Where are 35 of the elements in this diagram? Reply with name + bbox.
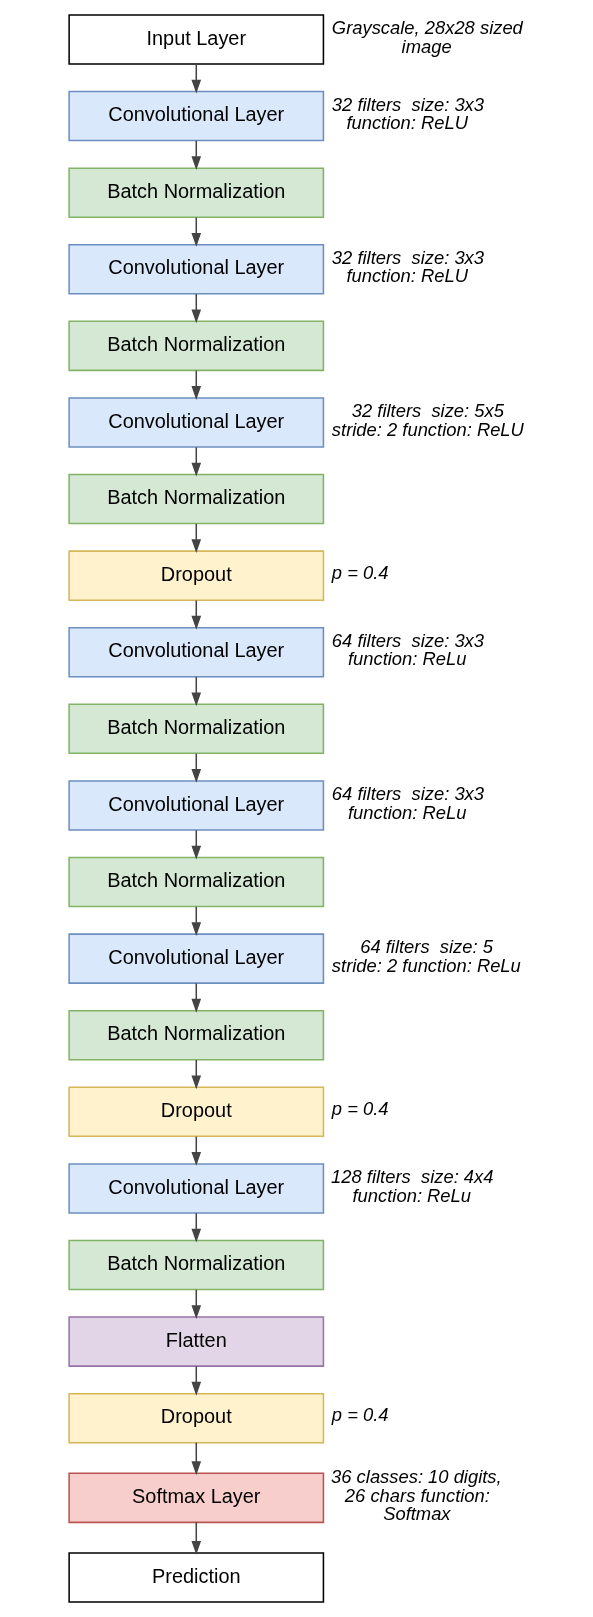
node-box: Convolutional Layer — [67, 1163, 324, 1214]
node-label: 64 filters size: 5 stride: 2 function: ReLu — [331, 936, 521, 976]
node-box: Batch Normalization — [67, 703, 324, 755]
node-box: Softmax Layer — [67, 1472, 324, 1524]
node-box: Batch Normalization — [67, 167, 324, 218]
node-box: Batch Normalization — [67, 473, 324, 525]
node-box: Dropout — [67, 550, 324, 601]
node-box: Batch Normalization — [67, 320, 324, 372]
node-box: Convolutional Layer — [67, 780, 324, 831]
node-label: 128 filters size: 4x4 function: ReLu — [330, 1166, 493, 1206]
node-label: p = 0.4 — [331, 1098, 389, 1120]
node-box: Dropout — [67, 1392, 324, 1444]
node-box: Convolutional Layer — [67, 626, 324, 678]
node-label: p = 0.4 — [331, 1404, 389, 1426]
node-box: Dropout — [67, 1086, 324, 1138]
node-box: Input Layer — [67, 14, 324, 65]
node-box: Batch Normalization — [67, 1009, 324, 1061]
node-box: Batch Normalization — [67, 856, 324, 908]
node-box: Convolutional Layer — [67, 244, 324, 295]
arrow — [190, 1441, 201, 1476]
node-label: 64 filters size: 3x3 function: ReLu — [331, 630, 484, 670]
node-box: Convolutional Layer — [67, 933, 324, 984]
node-box: Convolutional Layer — [67, 90, 324, 142]
arrow — [190, 1521, 201, 1555]
node-box: Flatten — [67, 1316, 324, 1367]
node-label: 32 filters size: 3x3 function: ReLU — [331, 93, 484, 134]
node-box: Convolutional Layer — [67, 397, 324, 448]
node-label: p = 0.4 — [331, 561, 389, 583]
node-label: 32 filters size: 5x5 stride: 2 function: ReLU — [331, 400, 524, 440]
node-box: Prediction — [67, 1552, 324, 1603]
node-label: Grayscale, 28x28 sized image — [331, 17, 523, 57]
node-label: 64 filters size: 3x3 function: ReLu — [331, 783, 484, 823]
node-box: Batch Normalization — [67, 1239, 324, 1291]
node-label: 36 classes: 10 digits, 26 chars function: Softmax — [330, 1466, 502, 1525]
node-label: 32 filters size: 3x3 function: ReLU — [331, 247, 484, 287]
